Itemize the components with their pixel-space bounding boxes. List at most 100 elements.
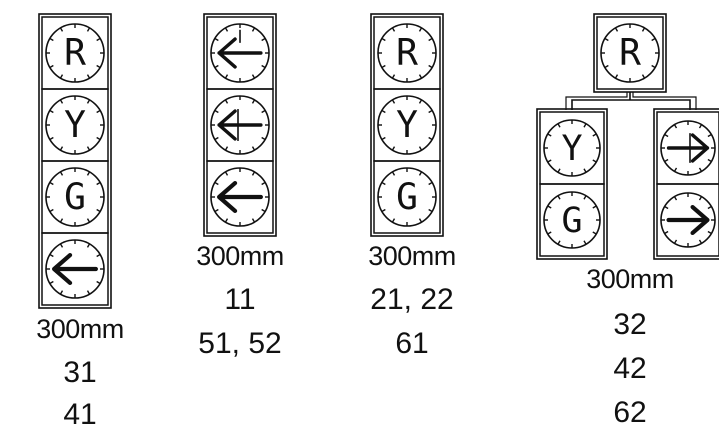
signal-4-left-lamp-2-tick (547, 231, 552, 235)
signal-4-right-lamp-1-tick (707, 133, 712, 138)
signal-4-code-2: 42 (613, 352, 647, 385)
signal-4-top-lamp-1-tick (604, 64, 609, 69)
signal-2-lamp-2-tick (214, 109, 219, 114)
signal-4-top-lamp-1-tick (651, 37, 656, 42)
signal-3-lamp-2-tick (418, 99, 423, 104)
signal-1-lamp-3-tick (59, 171, 64, 176)
signal-2-lamp-3-housing-cell (206, 160, 274, 234)
signal-2-lamp-1-tick (261, 64, 266, 69)
signal-1-lamp-4-tick (96, 253, 101, 258)
signal-1-size-label: 300mm (36, 314, 124, 344)
signal-3-lamp-3-tick (381, 208, 386, 213)
signal-4-left-lamp-1-letter: Y (561, 129, 582, 169)
signal-1-lamp-3-tick (86, 171, 91, 176)
signal-4-right-lamp-1-tick (673, 124, 678, 129)
signal-1-outer-housing (38, 13, 112, 309)
signal-4-top-lamp-1-tick (641, 74, 646, 79)
signal-2-lamp-1-tick (214, 64, 219, 69)
signal-4-top-lamp-1-tick (641, 27, 646, 32)
signal-2-lamp-2-tick (261, 136, 266, 141)
signal-4-right-lamp-1-tick (698, 124, 703, 129)
signal-4-right-lamp-2-arrow-icon (666, 204, 710, 236)
signal-1-lamp-2-tick (86, 99, 91, 104)
signal-2-lamp-2-arrow-icon (217, 109, 263, 141)
signal-1-lamp-2-tick (59, 146, 64, 151)
signal-4-top-lamp-1-housing-cell (596, 16, 664, 90)
signal-4-right-lamp-1-tick (664, 158, 669, 163)
signal-2-lamp-3-arrow-icon (217, 180, 263, 214)
signal-1-lamp-4-tick (96, 280, 101, 285)
signal-1-lamp-3-tick (96, 181, 101, 186)
signal-2-lamp-1-tick (214, 37, 219, 42)
signal-4-top-lamp-1-tick (614, 27, 619, 32)
signal-3-lamp-1-letter: R (396, 31, 418, 74)
signal-1-lamp-2-letter: Y (64, 103, 86, 146)
signal-3-lamp-1-tick (418, 74, 423, 79)
signal-4-top-lamp-1-lamp: R (596, 16, 664, 90)
signal-3-lamp-3-tick (418, 218, 423, 223)
signal-2-lamp-2-tick (224, 99, 229, 104)
signal-4-top-lamp-1-tick (604, 37, 609, 42)
signal-1-lamp-4-lamp (41, 232, 109, 306)
signal-3-lamp-1-tick (428, 64, 433, 69)
signal-4-left-lamp-2-tick (557, 195, 561, 200)
signal-2-code-2: 51, 52 (198, 327, 282, 360)
signal-4-left-lamp-1-tick (592, 133, 597, 137)
signal-4-top-lamp-1-letter: R (619, 31, 641, 74)
signal-2-lamp-2-lamp (206, 88, 274, 162)
signal-2-lamp-1-lamp (206, 16, 274, 90)
signal-1-lamp-1-tick (59, 27, 64, 32)
signal-3-size-label: 300mm (368, 241, 456, 271)
signal-2-lamp-2-tick (261, 109, 266, 114)
signal-4-right-lamp-1-arrow-icon (666, 133, 710, 163)
signal-1-lamp-4-tick (49, 253, 54, 258)
signal-3-lamp-2-tick (391, 99, 396, 104)
signal-2-lamp-3-tick (251, 171, 256, 176)
signal-4-right-lamp-2-tick (698, 196, 703, 201)
signal-3-lamp-3-tick (428, 208, 433, 213)
signal-3-lamp-1-tick (418, 27, 423, 32)
signal-1-lamp-3-tick (49, 208, 54, 213)
signal-3-lamp-2-tick (428, 136, 433, 141)
signal-3-lamp-2-tick (391, 146, 396, 151)
signal-2-lamp-1-tick (251, 74, 256, 79)
signal-1-lamp-1-tick (96, 37, 101, 42)
signal-4-right-lamp-1-tick (698, 167, 703, 172)
signal-3-lamp-2-lamp: Y (373, 88, 441, 162)
signal-1-lamp-2-tick (86, 146, 91, 151)
signal-4-left-lamp-2-housing-cell (539, 183, 605, 257)
signal-2-outer-housing (203, 13, 277, 237)
signal-1-lamp-3-lamp: G (41, 160, 109, 234)
signal-1-lamp-3-tick (59, 218, 64, 223)
signal-1-lamp-2-tick (96, 109, 101, 114)
signal-1-lamp-2-tick (96, 136, 101, 141)
signal-3-outer-housing (370, 13, 444, 237)
signal-2-size-label: 300mm (196, 241, 284, 271)
signal-4-top-lamp-1-tick (614, 74, 619, 79)
signal-3-code-1: 21, 22 (370, 283, 454, 316)
signal-2-lamp-3-tick (224, 171, 229, 176)
signal-3-lamp-2-tick (381, 136, 386, 141)
signal-3-lamp-3-tick (418, 171, 423, 176)
signal-3-lamp-1-tick (391, 27, 396, 32)
signal-2-lamp-3-tick (261, 208, 266, 213)
signal-2-lamp-3-tick (261, 181, 266, 186)
signal-4-left-lamp-2-tick (592, 205, 597, 209)
signal-2-code-1: 11 (224, 283, 256, 316)
signal-1-lamp-4-tick (49, 280, 54, 285)
signal-4-left-lamp-1-tick (583, 123, 587, 128)
signal-4-right-lamp-2-housing-cell (656, 183, 719, 257)
signal-4-right-lamp-1-tick (673, 167, 678, 172)
signal-1-lamp-1-tick (49, 37, 54, 42)
signal-1-lamp-1-letter: R (64, 31, 86, 74)
signal-2-lamp-2-tick (224, 146, 229, 151)
signal-4-right-lamp-2-tick (664, 230, 669, 235)
signal-3-lamp-1-tick (381, 64, 386, 69)
signal-3-lamp-3-lamp: G (373, 160, 441, 234)
signal-3-lamp-3-tick (391, 171, 396, 176)
signal-4-top-lamp-1-tick (651, 64, 656, 69)
signal-2-lamp-3-tick (224, 218, 229, 223)
signal-4-right-lamp-1-tick (664, 133, 669, 138)
signal-1-lamp-1-tick (86, 74, 91, 79)
signal-4-right-lamp-1-lamp (656, 111, 719, 185)
